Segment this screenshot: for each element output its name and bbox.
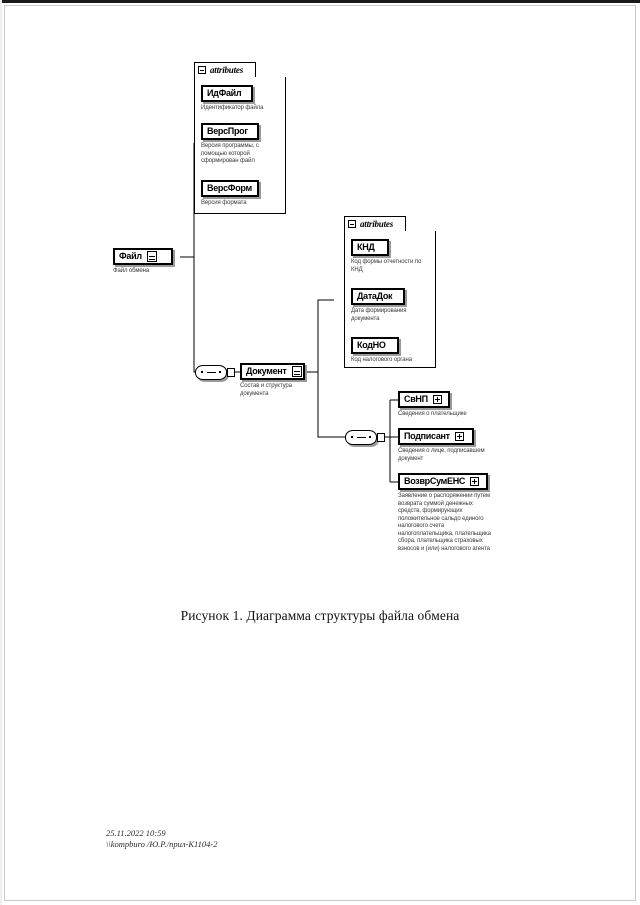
schema-diagram: attributes ИдФайл Идентификатор файла Ве… bbox=[113, 62, 494, 553]
attribute-box[interactable]: ВерсПрог bbox=[201, 123, 259, 140]
attribute-node-idfail[interactable]: ИдФайл Идентификатор файла bbox=[201, 85, 279, 113]
attribute-box[interactable]: ВерсФорм bbox=[201, 180, 259, 197]
expand-icon[interactable] bbox=[470, 477, 480, 486]
expand-icon[interactable] bbox=[432, 395, 442, 404]
element-label: Файл bbox=[119, 251, 142, 261]
element-description: Сведения о лице, подписавшем документ bbox=[398, 448, 485, 462]
attribute-box[interactable]: КНД bbox=[351, 239, 389, 256]
attribute-description: Дата формирования документа bbox=[351, 308, 407, 322]
footer-path: \\kompburo /Ю.Р./прил-К1104-2 bbox=[106, 839, 218, 849]
attribute-label: ДатаДок bbox=[357, 291, 393, 301]
page-edge-left bbox=[0, 0, 2, 905]
attribute-label: ВерсПрог bbox=[207, 126, 248, 136]
element-label: Документ bbox=[246, 366, 287, 376]
page-edge-top bbox=[0, 0, 640, 3]
sequence-connector-stub bbox=[227, 368, 235, 377]
sequence-dots-icon bbox=[351, 436, 371, 438]
attribute-node-kodno[interactable]: КодНО Код налогового органа bbox=[351, 337, 431, 365]
expand-icon[interactable] bbox=[454, 432, 464, 441]
element-node-dokument[interactable]: Документ Состав и структура документа bbox=[240, 363, 316, 398]
element-node-fail[interactable]: Файл Файл обмена bbox=[113, 248, 193, 276]
document-glyph-icon[interactable] bbox=[291, 366, 302, 377]
element-box[interactable]: ВозврСумЕНС bbox=[398, 473, 488, 490]
attribute-node-knd[interactable]: КНД Код формы отчетности по КНД bbox=[351, 239, 431, 274]
sequence-compositor-document[interactable] bbox=[345, 430, 385, 445]
collapse-icon[interactable] bbox=[348, 220, 356, 228]
attribute-label: ИдФайл bbox=[207, 88, 242, 98]
attribute-node-datadok[interactable]: ДатаДок Дата формирования документа bbox=[351, 288, 431, 323]
attribute-box[interactable]: КодНО bbox=[351, 337, 399, 354]
element-label: ВозврСумЕНС bbox=[404, 476, 466, 486]
attribute-box[interactable]: ДатаДок bbox=[351, 288, 405, 305]
element-description: Файл обмена bbox=[113, 268, 150, 274]
connector-wires bbox=[180, 143, 398, 483]
element-box[interactable]: Файл bbox=[113, 248, 173, 265]
element-box[interactable]: Документ bbox=[240, 363, 305, 380]
element-description: Состав и структура документа bbox=[240, 383, 292, 397]
attribute-label: КНД bbox=[357, 242, 375, 252]
element-description: Заявление о распоряжении путем возврата … bbox=[398, 493, 491, 552]
attributes-tab-document[interactable]: attributes bbox=[344, 216, 406, 231]
sequence-dots-icon bbox=[201, 371, 221, 373]
attribute-description: Код налогового органа bbox=[351, 357, 412, 363]
sequence-compositor-root[interactable] bbox=[195, 365, 235, 380]
attribute-box[interactable]: ИдФайл bbox=[201, 85, 253, 102]
element-node-vozvrsumens[interactable]: ВозврСумЕНС Заявление о распоряжении пут… bbox=[398, 473, 494, 553]
attributes-tab-root[interactable]: attributes bbox=[194, 62, 256, 77]
attribute-description: Версия формата bbox=[201, 200, 247, 206]
attribute-node-versform[interactable]: ВерсФорм Версия формата bbox=[201, 180, 279, 208]
figure-caption: Рисунок 1. Диаграмма структуры файла обм… bbox=[180, 608, 460, 623]
attribute-node-versprog[interactable]: ВерсПрог Версия программы, с помощью кот… bbox=[201, 123, 279, 166]
element-node-svnp[interactable]: СвНП Сведения о плательщике bbox=[398, 391, 490, 419]
sequence-body[interactable] bbox=[345, 430, 377, 445]
document-glyph-icon[interactable] bbox=[146, 251, 157, 262]
attributes-tab-label: attributes bbox=[360, 218, 394, 229]
attribute-description: Версия программы, с помощью которой сфор… bbox=[201, 143, 259, 164]
sequence-connector-stub bbox=[377, 433, 385, 442]
sequence-body[interactable] bbox=[195, 365, 227, 380]
page-footer: 25.11.2022 10:59 \\kompburo /Ю.Р./прил-К… bbox=[106, 828, 217, 850]
page-border bbox=[4, 5, 636, 901]
element-label: СвНП bbox=[404, 394, 428, 404]
element-node-podpisant[interactable]: Подписант Сведения о лице, подписавшем д… bbox=[398, 428, 490, 463]
attributes-tab-label: attributes bbox=[210, 64, 244, 75]
footer-timestamp: 25.11.2022 10:59 bbox=[106, 828, 166, 838]
collapse-icon[interactable] bbox=[198, 66, 206, 74]
attribute-description: Идентификатор файла bbox=[201, 105, 264, 111]
element-description: Сведения о плательщике bbox=[398, 411, 467, 417]
attribute-description: Код формы отчетности по КНД bbox=[351, 259, 422, 273]
attribute-label: ВерсФорм bbox=[207, 183, 252, 193]
element-box[interactable]: Подписант bbox=[398, 428, 474, 445]
element-label: Подписант bbox=[404, 431, 450, 441]
element-box[interactable]: СвНП bbox=[398, 391, 450, 408]
attribute-label: КодНО bbox=[357, 340, 386, 350]
